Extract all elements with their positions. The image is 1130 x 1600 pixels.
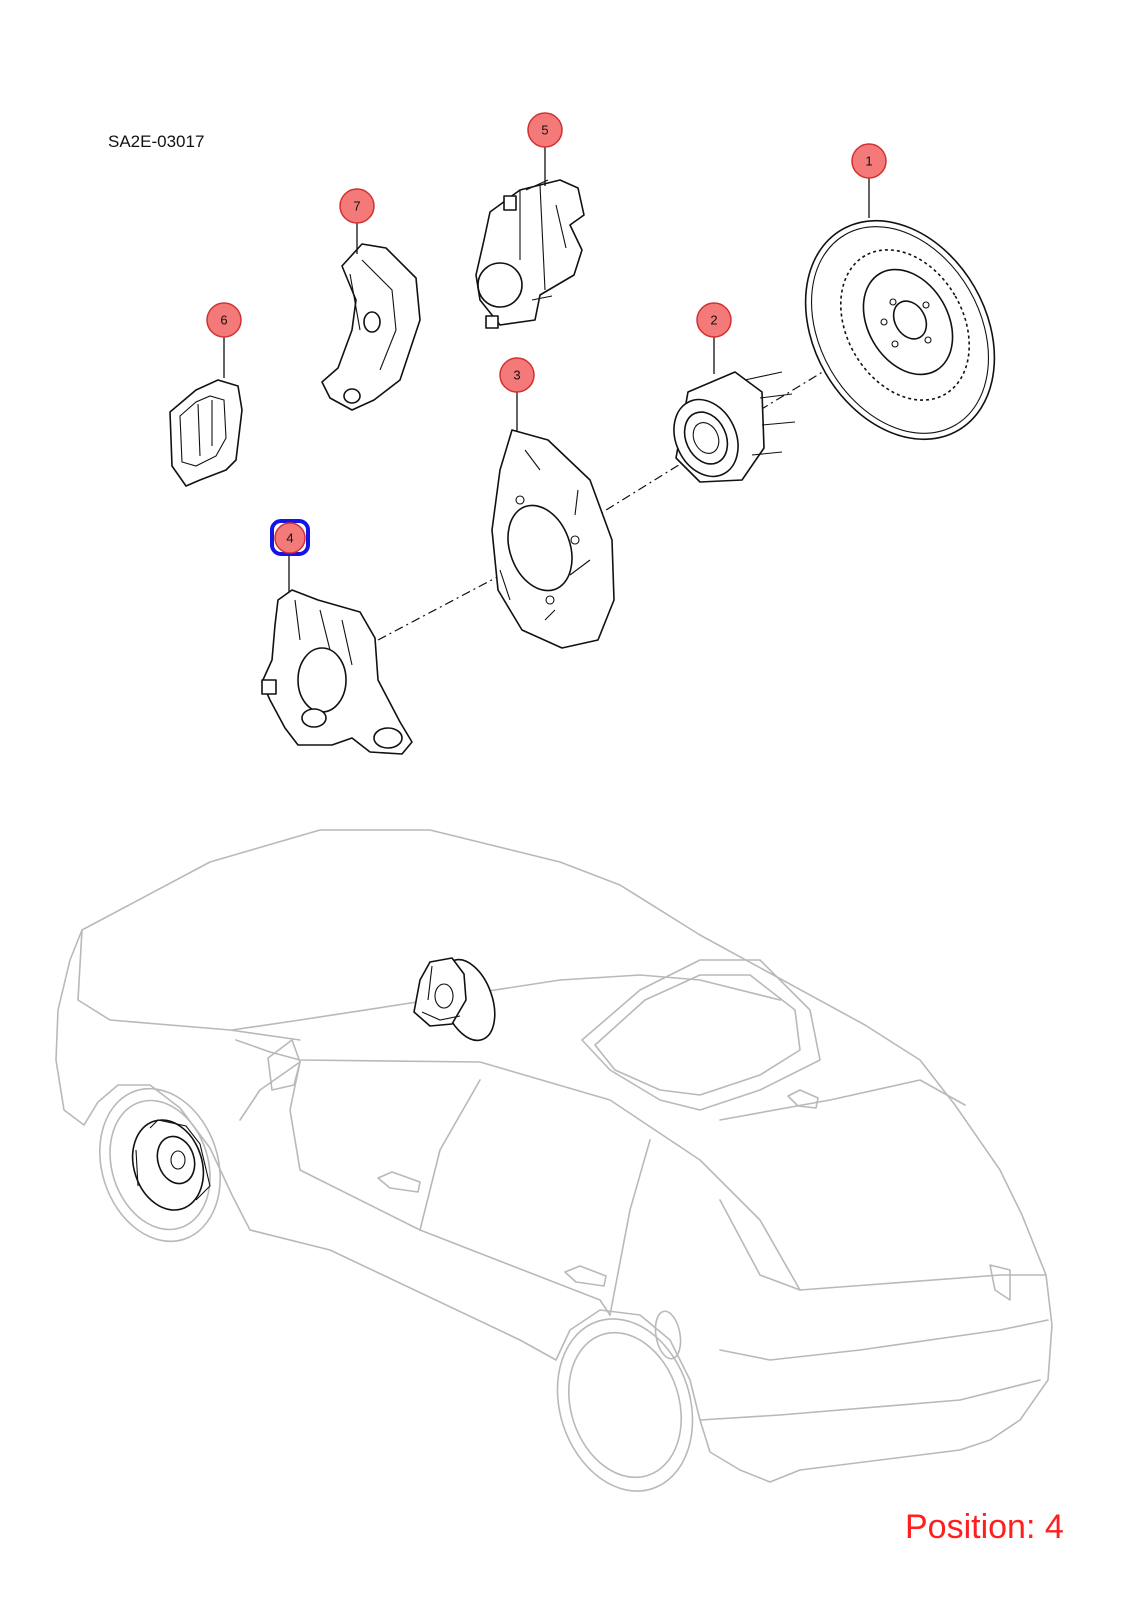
brake-dust-shield[interactable] [491,429,615,649]
leader-lines [223,147,870,592]
callout-3[interactable]: 3 [499,357,535,393]
callout-label: 3 [513,368,520,383]
callout-2[interactable]: 2 [696,302,732,338]
position-label: Position: 4 [905,1508,1064,1546]
caliper-bracket[interactable] [321,243,421,411]
callout-5[interactable]: 5 [527,112,563,148]
callout-7[interactable]: 7 [339,188,375,224]
brake-pad[interactable] [169,379,243,487]
callout-1[interactable]: 1 [851,143,887,179]
highlighted-assembly-rear [413,957,496,1042]
callout-label: 4 [286,531,293,546]
callout-4-selected[interactable]: 4 [270,519,310,556]
callout-label: 5 [541,123,548,138]
callout-label: 1 [865,154,872,169]
callout-label: 7 [353,199,360,214]
callout-label: 2 [710,313,717,328]
callout-label: 6 [220,313,227,328]
callout-6[interactable]: 6 [206,302,242,338]
diagram-code: SA2E-03017 [108,132,205,151]
brake-caliper[interactable] [475,179,585,329]
brake-disc[interactable] [768,187,1033,474]
steering-knuckle[interactable] [261,589,413,755]
vehicle-outline [55,829,1053,1492]
highlighted-assembly-front [131,1119,211,1211]
wheel-hub-bearing[interactable] [662,371,796,487]
